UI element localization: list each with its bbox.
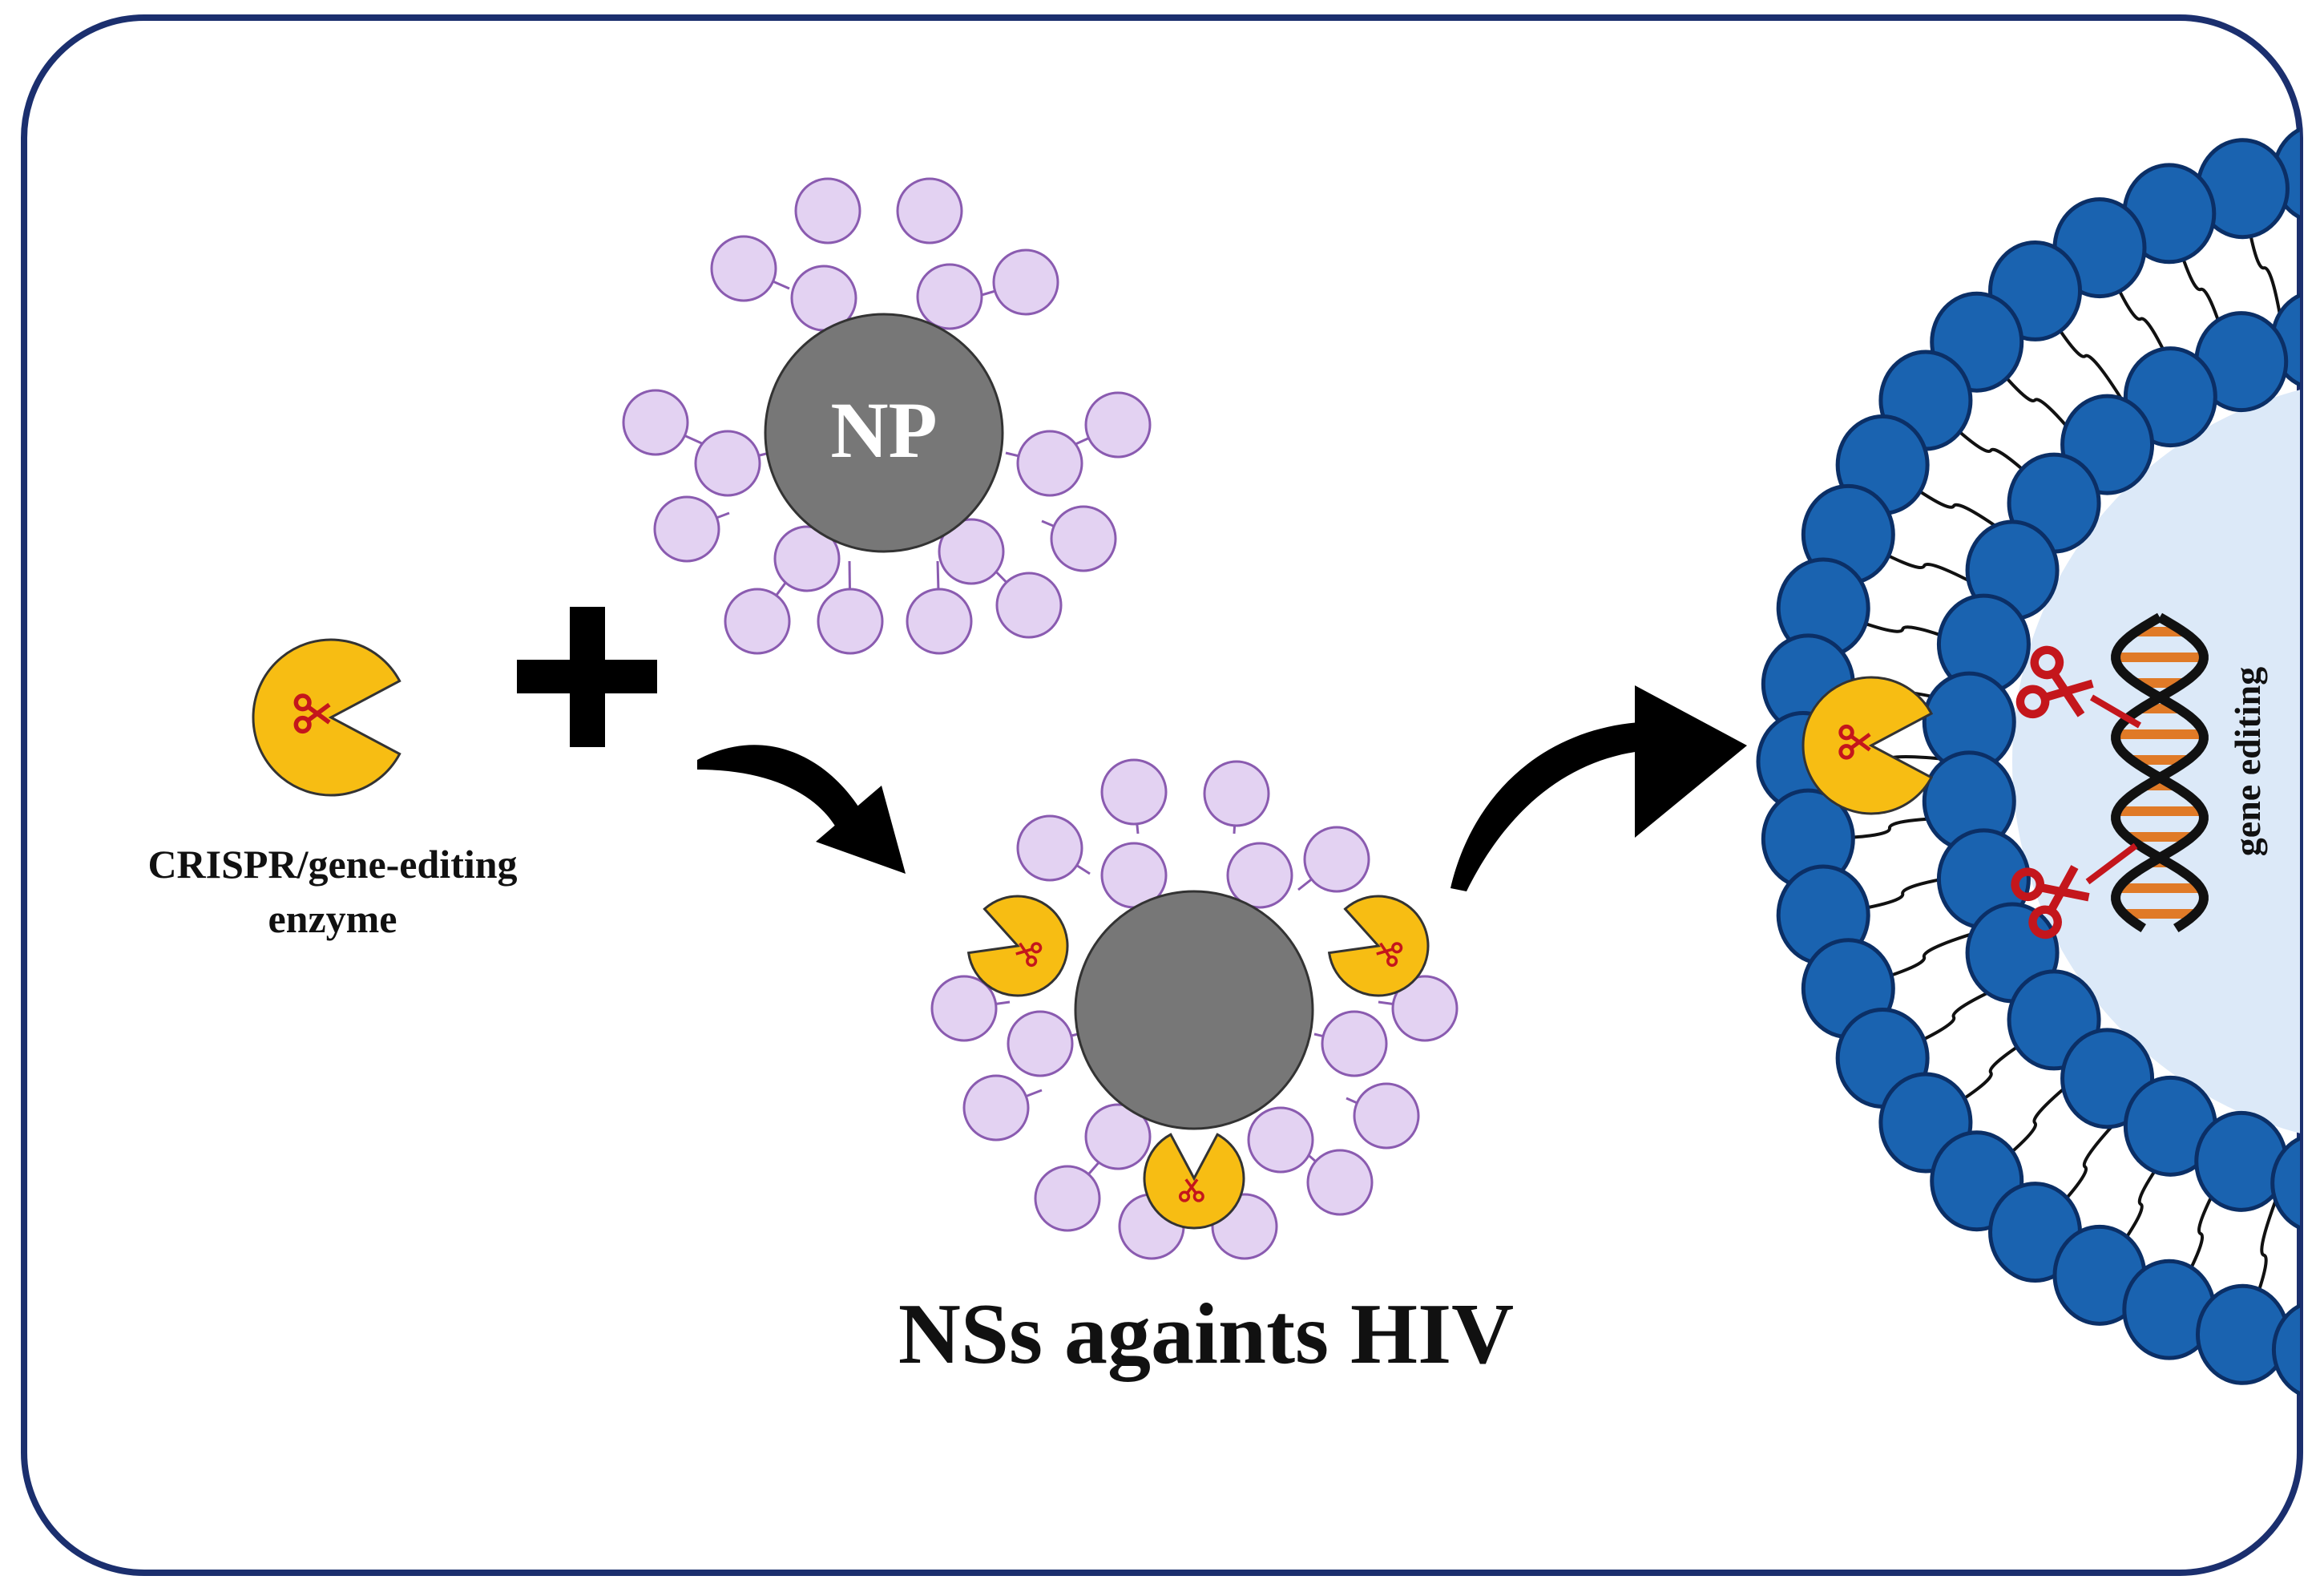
ligand (1306, 1149, 1374, 1216)
ligand (1203, 760, 1270, 827)
gene-editing-label: gene editing (2227, 667, 2268, 856)
plus-icon (517, 607, 657, 747)
ligand (817, 588, 884, 655)
enzyme-label-line2: enzyme (268, 896, 397, 941)
ligand (962, 1074, 1030, 1141)
ligand (1321, 1010, 1388, 1077)
ligand (1016, 430, 1083, 497)
ligand (916, 263, 983, 330)
enzyme-icon (252, 638, 401, 797)
ligand (1034, 1165, 1101, 1232)
ligand (992, 248, 1059, 316)
ligand (694, 430, 761, 497)
enzyme-icon (1143, 1133, 1245, 1230)
ligand (1084, 391, 1152, 459)
ligand (794, 177, 861, 244)
lipid-head (2271, 1299, 2300, 1400)
ligand (906, 588, 973, 655)
ligand (995, 572, 1063, 639)
nanoparticle-core (764, 313, 1004, 553)
free-enzyme (252, 638, 401, 797)
ligand (1391, 975, 1459, 1042)
lipid-head (2270, 1132, 2300, 1234)
cell-interior (2012, 378, 2300, 1146)
nanosystem-core (1074, 890, 1314, 1130)
ligand (1016, 814, 1083, 882)
cut-line (2089, 694, 2142, 729)
enzyme-label-line1: CRISPR/gene-editing (147, 842, 517, 887)
ligand (930, 975, 998, 1042)
ligand (622, 389, 689, 456)
ligand (1247, 1106, 1314, 1174)
enzyme-icon (1802, 676, 1934, 815)
ligand (1303, 826, 1370, 893)
ligand (653, 495, 720, 563)
nanosystem-ligand-shell (930, 758, 1459, 1260)
enzyme-icon (1802, 676, 1934, 815)
cell-membrane (1756, 123, 2300, 1400)
ligand (1100, 758, 1168, 826)
enzyme-icon (1327, 895, 1430, 997)
ligand (724, 588, 791, 655)
ligand (1050, 505, 1117, 572)
curved-arrow-icon (1450, 685, 1747, 891)
cut-line (2085, 842, 2138, 885)
ligand (1084, 1103, 1152, 1170)
enzyme-icon (966, 895, 1069, 997)
ligand (1353, 1082, 1420, 1150)
ligand (773, 525, 841, 592)
ligand (710, 235, 777, 302)
dna-helix-icon (2111, 612, 2209, 933)
ligand (938, 518, 1005, 585)
ligand (1007, 1010, 1074, 1077)
figure-caption: NSs againts HIV (898, 1287, 1514, 1382)
nanoparticle-ligand-shell (622, 177, 1152, 655)
curved-arrow-icon (697, 745, 906, 874)
ligand (1226, 842, 1293, 909)
ligand (896, 177, 963, 244)
nanoparticle-label: NP (830, 386, 937, 475)
